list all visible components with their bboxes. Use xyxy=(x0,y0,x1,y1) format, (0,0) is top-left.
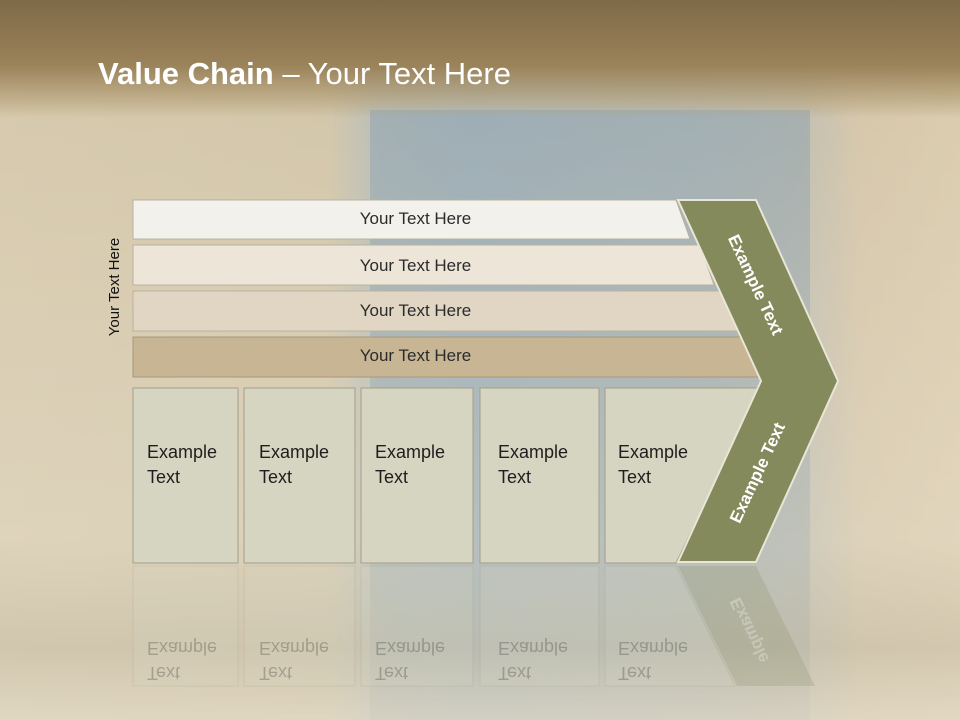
reflection-shapes xyxy=(132,565,815,687)
reflection-4-line2: Text xyxy=(498,663,532,683)
reflection-2-line1: Example xyxy=(259,638,330,658)
reflection-3-line1: Example xyxy=(375,638,446,658)
card-1 xyxy=(132,387,239,564)
reflection-1-line2: Text xyxy=(147,663,181,683)
card-1-line1: Example xyxy=(147,442,218,462)
header-band xyxy=(0,0,960,118)
reflection-5-line1: Example xyxy=(618,638,689,658)
band-1 xyxy=(132,199,691,240)
reflection-3: Text Example xyxy=(375,635,470,685)
band-1-label: Your Text Here xyxy=(359,209,472,228)
slide-title-bold: Value Chain xyxy=(98,56,274,91)
reflection-2-line2: Text xyxy=(259,663,293,683)
background-plants xyxy=(0,540,960,720)
card-3-line2: Text xyxy=(375,467,409,487)
reflection-5-line2: Text xyxy=(618,663,652,683)
card-1-line2: Text xyxy=(147,467,181,487)
reflection-1-line1: Example xyxy=(147,638,218,658)
reflection-3-line2: Text xyxy=(375,663,409,683)
card-2-line1: Example xyxy=(259,442,330,462)
margin-arrow xyxy=(676,199,840,563)
card-3-line1: Example xyxy=(375,442,446,462)
band-2 xyxy=(132,244,715,286)
card-4 xyxy=(479,387,600,564)
card-4-line2: Text xyxy=(498,467,532,487)
reflection: Text Example Text Example Text Example Text… xyxy=(0,565,960,720)
card-5-line2: Text xyxy=(618,467,652,487)
reflection-5: Text Example xyxy=(618,635,713,685)
reflection-4: Text Example xyxy=(498,635,593,685)
reflection-text-layer: Text Example Text Example Text Example Text… xyxy=(0,565,960,720)
card-5-line1: Example xyxy=(618,442,689,462)
card-2-line2: Text xyxy=(259,467,293,487)
reflection-4-line1: Example xyxy=(498,638,569,658)
band-4-label: Your Text Here xyxy=(359,346,472,365)
band-3-label: Your Text Here xyxy=(359,301,472,320)
slide-title-rest: – Your Text Here xyxy=(273,56,511,91)
reflection-1: Text Example xyxy=(147,635,242,685)
card-4-line1: Example xyxy=(498,442,569,462)
band-2-label: Your Text Here xyxy=(359,256,472,275)
card-2 xyxy=(243,387,356,564)
reflection-2: Text Example xyxy=(259,635,354,685)
card-3 xyxy=(360,387,474,564)
reflection-arrow-text: Example xyxy=(726,594,773,666)
slide-title: Value Chain – Your Text Here xyxy=(98,54,511,94)
